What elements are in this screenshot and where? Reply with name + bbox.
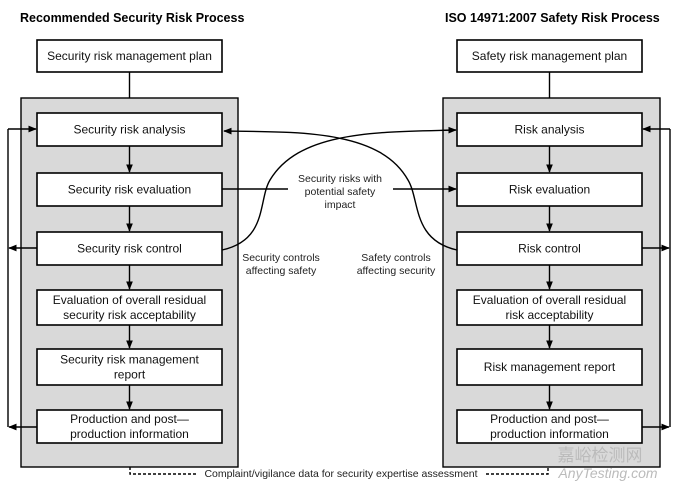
left-title: Recommended Security Risk Process bbox=[20, 11, 244, 25]
step-box bbox=[456, 409, 643, 444]
step-box bbox=[456, 348, 643, 386]
step-label: Risk control bbox=[518, 242, 581, 256]
step-label: Security risk analysis bbox=[73, 123, 185, 137]
footer-label: Complaint/vigilance data for security ex… bbox=[204, 468, 477, 480]
step-label: Production and post— bbox=[70, 412, 189, 426]
step-label: production information bbox=[70, 427, 189, 441]
step-label: Risk management report bbox=[484, 360, 616, 374]
step-label: Evaluation of overall residual bbox=[473, 293, 626, 307]
watermark-cn: 嘉峪检测网 bbox=[558, 446, 643, 465]
step-box bbox=[456, 231, 643, 266]
step-box bbox=[456, 112, 643, 147]
plan-label: Security risk management plan bbox=[47, 49, 212, 63]
step-label: production information bbox=[490, 427, 609, 441]
step-box bbox=[36, 409, 223, 444]
safety-controls-label-1: Safety controls bbox=[361, 252, 430, 264]
step-label: Security risk management bbox=[60, 353, 199, 367]
right-title: ISO 14971:2007 Safety Risk Process bbox=[445, 11, 660, 25]
risks-label-2: potential safety bbox=[305, 186, 376, 198]
footer-dash-right bbox=[486, 467, 549, 475]
step-box bbox=[456, 172, 643, 207]
risks-label-3: impact bbox=[325, 199, 356, 211]
step-label: Risk analysis bbox=[514, 123, 584, 137]
step-label: Evaluation of overall residual bbox=[53, 293, 206, 307]
step-label: Security risk control bbox=[77, 242, 182, 256]
security-to-safety-curve bbox=[221, 126, 457, 251]
footer-dash-left bbox=[129, 467, 196, 475]
step-label: security risk acceptability bbox=[63, 308, 196, 322]
step-label: risk acceptability bbox=[505, 308, 593, 322]
step-box bbox=[36, 172, 223, 207]
step-label: report bbox=[114, 368, 146, 382]
step-label: Risk evaluation bbox=[509, 183, 590, 197]
plan-box bbox=[456, 39, 643, 73]
step-box bbox=[36, 289, 223, 326]
safety-controls-label-2: affecting security bbox=[357, 265, 436, 277]
risks-label-1: Security risks with bbox=[298, 173, 382, 185]
step-label: Security risk evaluation bbox=[68, 183, 191, 197]
plan-label: Safety risk management plan bbox=[472, 49, 627, 63]
step-label: Production and post— bbox=[490, 412, 609, 426]
security-controls-label-1: Security controls bbox=[242, 252, 320, 264]
security-controls-label-2: affecting safety bbox=[246, 265, 317, 277]
step-box bbox=[36, 348, 223, 386]
plan-box bbox=[36, 39, 223, 73]
safety-to-security-curve bbox=[223, 127, 458, 251]
watermark-en: AnyTesting.com bbox=[557, 465, 657, 481]
